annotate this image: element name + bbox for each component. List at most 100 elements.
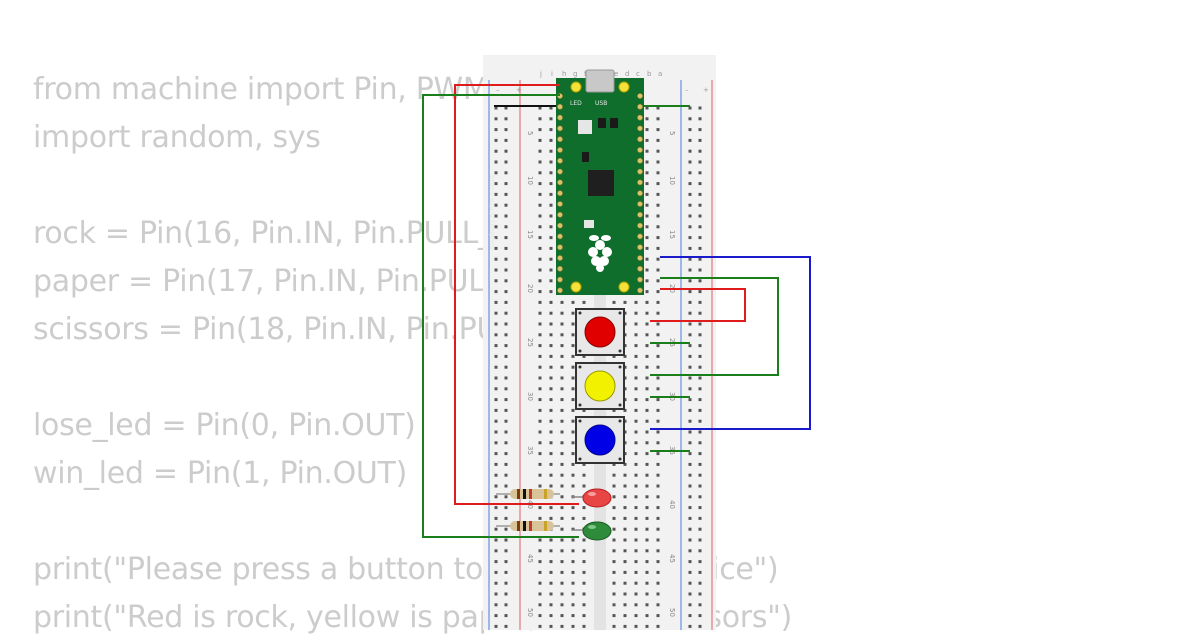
breadboard-hole xyxy=(688,516,692,520)
breadboard-hole xyxy=(582,614,586,618)
breadboard-hole xyxy=(504,214,508,218)
breadboard-hole xyxy=(698,592,702,596)
breadboard-hole xyxy=(504,246,508,250)
pico-pin xyxy=(557,157,563,164)
breadboard-hole xyxy=(549,354,553,358)
breadboard-hole xyxy=(560,516,564,520)
led-red-lose[interactable] xyxy=(572,488,612,508)
breadboard-hole xyxy=(688,624,692,628)
row-number-right: 50 xyxy=(668,608,676,617)
breadboard-hole xyxy=(494,203,498,207)
row-number-left: 35 xyxy=(526,446,534,455)
button-rock-red[interactable] xyxy=(575,308,625,356)
button-cap-blue[interactable] xyxy=(584,424,616,456)
breadboard-hole xyxy=(571,311,575,315)
pico-led-label: LED xyxy=(570,100,582,107)
mounting-hole-icon xyxy=(618,81,630,93)
breadboard-hole xyxy=(504,171,508,175)
button-cap-red[interactable] xyxy=(584,316,616,348)
breadboard-hole xyxy=(645,214,649,218)
breadboard-hole xyxy=(645,376,649,380)
wire-blue-scissors[interactable] xyxy=(650,256,811,430)
breadboard-hole xyxy=(504,452,508,456)
breadboard-hole xyxy=(549,376,553,380)
resistor-lose[interactable] xyxy=(496,489,560,499)
breadboard-hole xyxy=(560,300,564,304)
breadboard-hole xyxy=(494,192,498,196)
breadboard-hole xyxy=(698,344,702,348)
wire-green-win-led[interactable] xyxy=(422,94,579,538)
button-cap-yellow[interactable] xyxy=(584,370,616,402)
breadboard-hole xyxy=(560,462,564,466)
breadboard-hole xyxy=(494,106,498,110)
breadboard-hole xyxy=(645,441,649,445)
breadboard-hole xyxy=(538,225,542,229)
breadboard-hole xyxy=(698,106,702,110)
led-green-win[interactable] xyxy=(572,521,612,541)
breadboard-hole xyxy=(656,473,660,477)
breadboard-hole xyxy=(494,117,498,121)
breadboard-hole xyxy=(645,614,649,618)
breadboard-hole xyxy=(688,603,692,607)
button-paper-yellow[interactable] xyxy=(575,362,625,410)
button-scissors-blue[interactable] xyxy=(575,416,625,464)
row-number-left: 50 xyxy=(526,608,534,617)
breadboard-hole xyxy=(494,311,498,315)
breadboard-hole xyxy=(645,484,649,488)
breadboard-hole xyxy=(645,128,649,132)
breadboard-hole xyxy=(645,257,649,261)
breadboard-hole xyxy=(634,333,638,337)
breadboard-hole xyxy=(504,614,508,618)
wire-green-paper[interactable] xyxy=(650,277,779,376)
pico-pin xyxy=(557,168,563,175)
breadboard-hole xyxy=(538,419,542,423)
breadboard-hole xyxy=(634,311,638,315)
column-letter: d xyxy=(625,70,629,78)
breadboard-hole xyxy=(571,484,575,488)
breadboard-hole xyxy=(494,257,498,261)
chip-icon xyxy=(582,152,589,162)
breadboard-hole xyxy=(634,322,638,326)
breadboard-hole xyxy=(538,106,542,110)
breadboard-hole xyxy=(538,268,542,272)
breadboard-hole xyxy=(538,581,542,585)
breadboard-hole xyxy=(549,419,553,423)
breadboard-hole xyxy=(623,592,627,596)
resistor-win[interactable] xyxy=(496,521,560,531)
breadboard-hole xyxy=(494,171,498,175)
breadboard-hole xyxy=(549,236,553,240)
breadboard-hole xyxy=(504,311,508,315)
breadboard-hole xyxy=(698,268,702,272)
breadboard-hole xyxy=(571,549,575,553)
breadboard-hole xyxy=(688,182,692,186)
wire-red-rock[interactable] xyxy=(650,288,746,322)
raspberry-pi-pico[interactable]: LED USB Raspberry Pi Pico ©2020 xyxy=(489,69,644,295)
breadboard-hole xyxy=(538,300,542,304)
breadboard-hole xyxy=(538,614,542,618)
breadboard-hole xyxy=(560,527,564,531)
breadboard-hole xyxy=(549,484,553,488)
row-number-left: 5 xyxy=(526,131,534,135)
breadboard-hole xyxy=(494,290,498,294)
breadboard-hole xyxy=(656,322,660,326)
breadboard-hole xyxy=(612,354,616,358)
breadboard-hole xyxy=(656,452,660,456)
wire-red-lose-led[interactable] xyxy=(454,84,579,505)
breadboard-hole xyxy=(623,484,627,488)
breadboard-hole xyxy=(656,506,660,510)
breadboard-hole xyxy=(538,538,542,542)
breadboard-hole xyxy=(688,225,692,229)
breadboard-hole xyxy=(504,462,508,466)
breadboard-hole xyxy=(698,570,702,574)
breadboard-hole xyxy=(634,549,638,553)
breadboard-hole xyxy=(634,408,638,412)
column-letter: j xyxy=(539,70,542,78)
breadboard-hole xyxy=(645,290,649,294)
breadboard-hole xyxy=(656,344,660,348)
pico-pin xyxy=(637,157,643,164)
breadboard-hole xyxy=(698,290,702,294)
breadboard-hole xyxy=(538,560,542,564)
breadboard-hole xyxy=(698,354,702,358)
breadboard-hole xyxy=(634,344,638,348)
